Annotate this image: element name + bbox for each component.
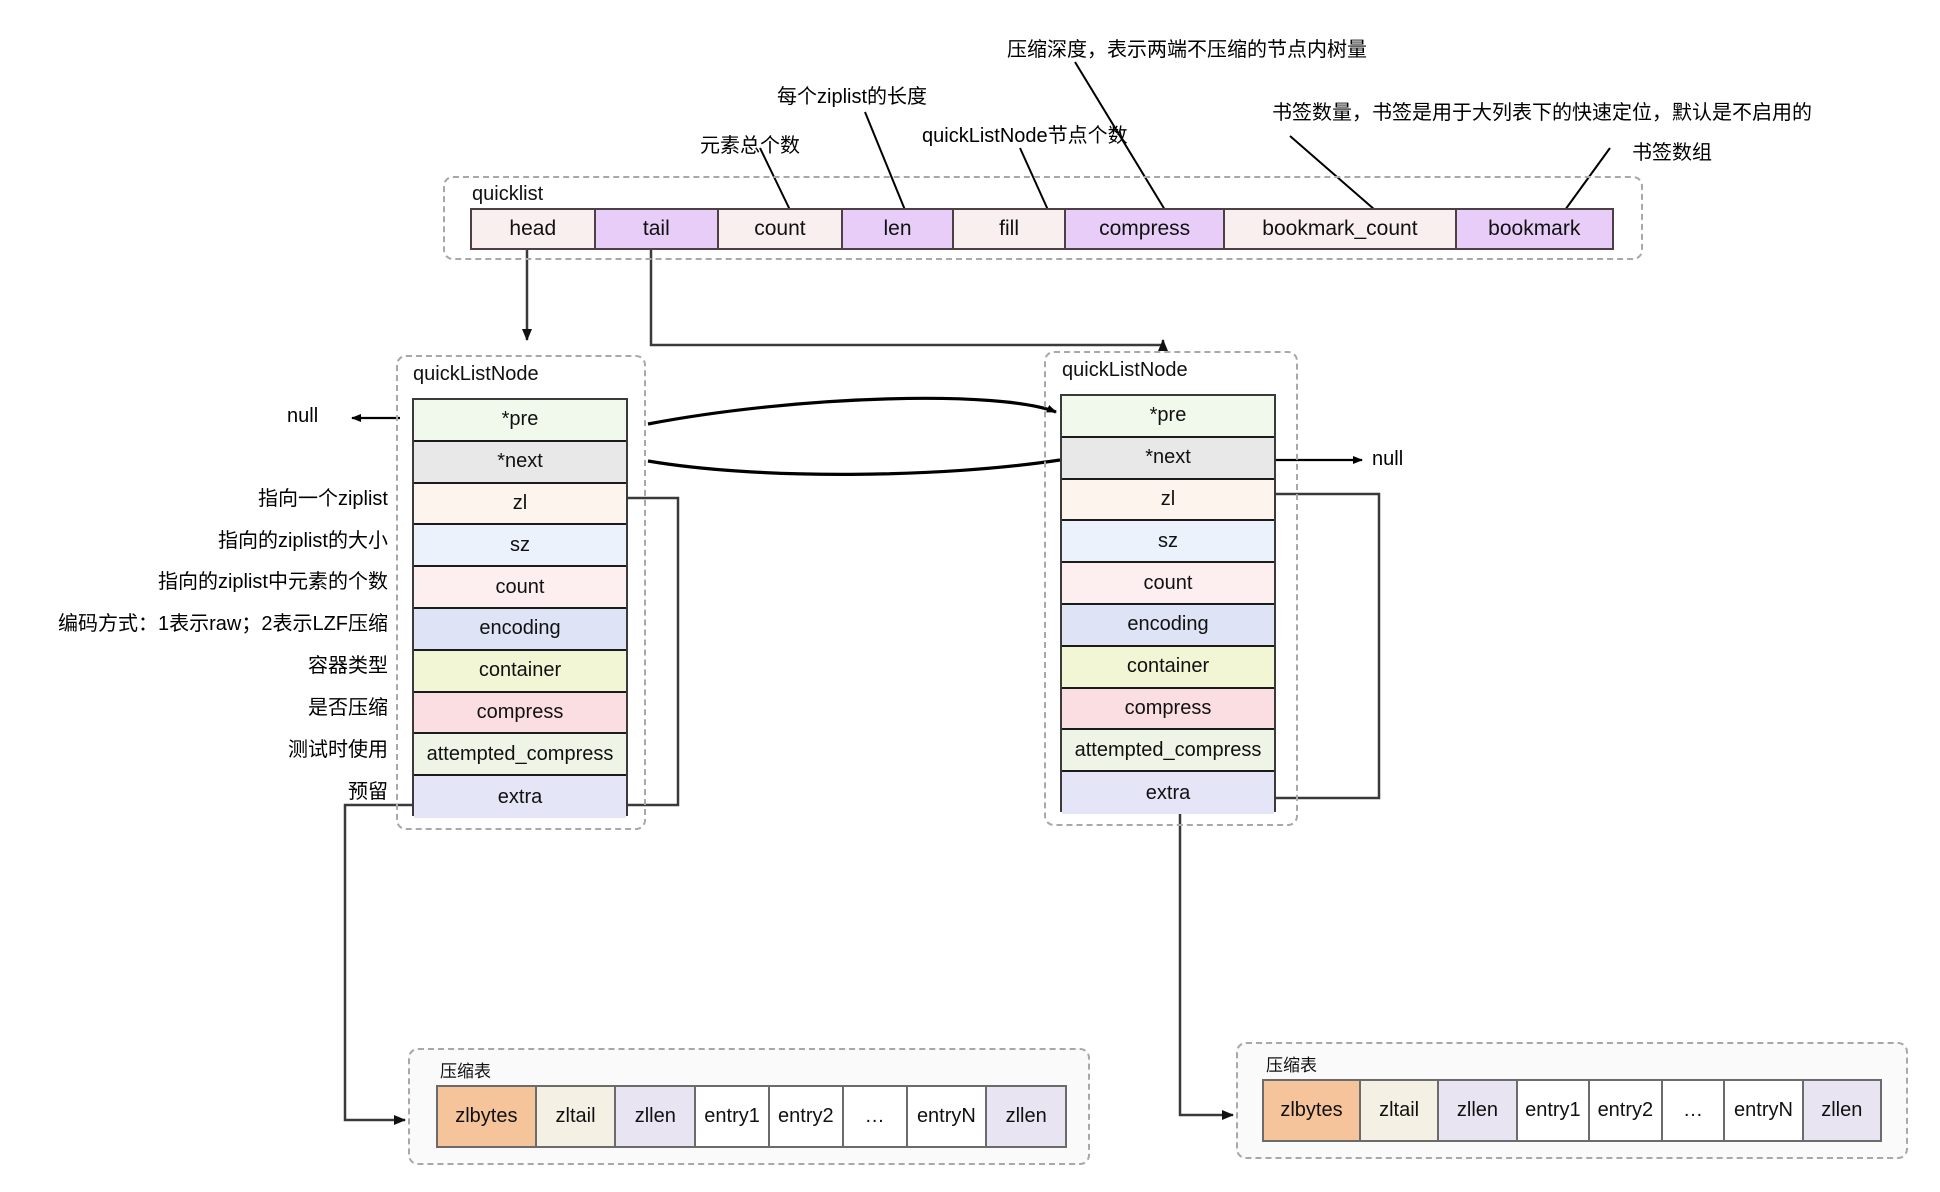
node-right-field-attemptedcompress: attempted_compress [1062,730,1274,773]
node-left-field-extra: extra [414,776,626,818]
node-right-field-encoding: encoding [1062,604,1274,647]
ziplist-right-cell-4-entry2: entry2 [1590,1081,1663,1140]
field-annotation-count: 指向的ziplist中元素的个数 [157,571,388,593]
null-label-left: null [287,405,319,427]
ziplist-right-cell-3-entry1: entry1 [1517,1081,1591,1140]
ziplist-right-cell-2-zllen: zllen [1439,1081,1518,1140]
annotation-bookmark: 书签数组 [1632,142,1712,164]
ziplist-left-cell-3-entry1: entry1 [696,1087,770,1146]
annotation-bookmark-count: 书签数量，书签是用于大列表下的快速定位，默认是不启用的 [1272,102,1812,124]
quicklist-field-bookmark-count: bookmark_count [1225,210,1457,248]
node-right-field-count: count [1062,563,1274,605]
quicklistnode-right-container [1044,351,1298,826]
ziplist-left-caption: 压缩表 [440,1062,491,1081]
quicklist-field-bookmark: bookmark [1456,210,1612,248]
field-annotation-attempted-compress: 测试时使用 [288,739,388,761]
node-left-field-zl: zl [414,483,626,526]
node-left-field-container: container [414,650,626,693]
ziplist-right-cell-1-zltail: zltail [1360,1081,1440,1140]
ziplist-left-cell-7-zllen: zllen [987,1087,1066,1146]
ziplist-left-cell-0-zlbytes: zlbytes [438,1087,537,1146]
quicklist-field-head: head [472,210,596,248]
quicklist-field-tail: tail [595,210,720,248]
node-left-field-sz: sz [414,525,626,568]
node-left-field-pre: *pre [414,400,626,442]
ziplist-left-cell-2-zllen: zllen [616,1087,697,1146]
quicklist-field-fill: fill [954,210,1066,248]
field-annotation-compress: 是否压缩 [308,697,388,719]
field-annotation-encoding: 编码方式：1表示raw；2表示LZF压缩 [57,613,388,635]
field-annotation-sz: 指向的ziplist的大小 [217,530,388,552]
ziplist-right-cell-7-zllen: zllen [1803,1081,1880,1140]
quicklistnode-left-container [396,355,646,830]
node-right-field-extra: extra [1062,772,1274,814]
quicklist-caption: quicklist [472,183,544,205]
node-left-field-encoding: encoding [414,608,626,651]
field-annotation-zl: 指向一个ziplist [257,488,388,510]
ziplist-right-cell-6-entryN: entryN [1725,1081,1804,1140]
ziplist-right-cell-0-zlbytes: zlbytes [1264,1081,1361,1140]
node-left-field-count: count [414,567,626,609]
node-left-field-next: *next [414,441,626,484]
ziplist-left-cell-1-zltail: zltail [536,1087,617,1146]
ziplist-left-cell-5-: … [843,1087,908,1146]
quicklist-container [443,176,1643,260]
node-right-field-sz: sz [1062,521,1274,564]
node-right-field-zl: zl [1062,479,1274,522]
annotation-compress: 压缩深度，表示两端不压缩的节点内树量 [1007,39,1367,61]
node-left-field-attemptedcompress: attempted_compress [414,734,626,777]
quicklist-field-count: count [719,210,843,248]
node-right-field-container: container [1062,646,1274,689]
ziplist-right-caption: 压缩表 [1266,1056,1317,1075]
annotation-count: 元素总个数 [700,135,800,157]
quicklistnode-right-caption: quickListNode [1062,359,1188,381]
quicklistnode-left-caption: quickListNode [413,363,539,385]
node-right-field-compress: compress [1062,688,1274,731]
node-right-field-next: *next [1062,437,1274,480]
node-right-field-pre: *pre [1062,396,1274,438]
ziplist-left-cell-4-entry2: entry2 [769,1087,844,1146]
quicklist-field-compress: compress [1065,210,1226,248]
field-annotation-container: 容器类型 [308,655,388,677]
ziplist-left-cell-6-entryN: entryN [907,1087,988,1146]
field-annotation-extra: 预留 [348,781,388,803]
annotation-fill: 每个ziplist的长度 [777,86,928,108]
quicklist-field-len: len [842,210,955,248]
null-label-right: null [1372,448,1404,470]
annotation-len: quickListNode节点个数 [922,125,1128,147]
node-left-field-compress: compress [414,692,626,735]
ziplist-right-cell-5-: … [1662,1081,1726,1140]
